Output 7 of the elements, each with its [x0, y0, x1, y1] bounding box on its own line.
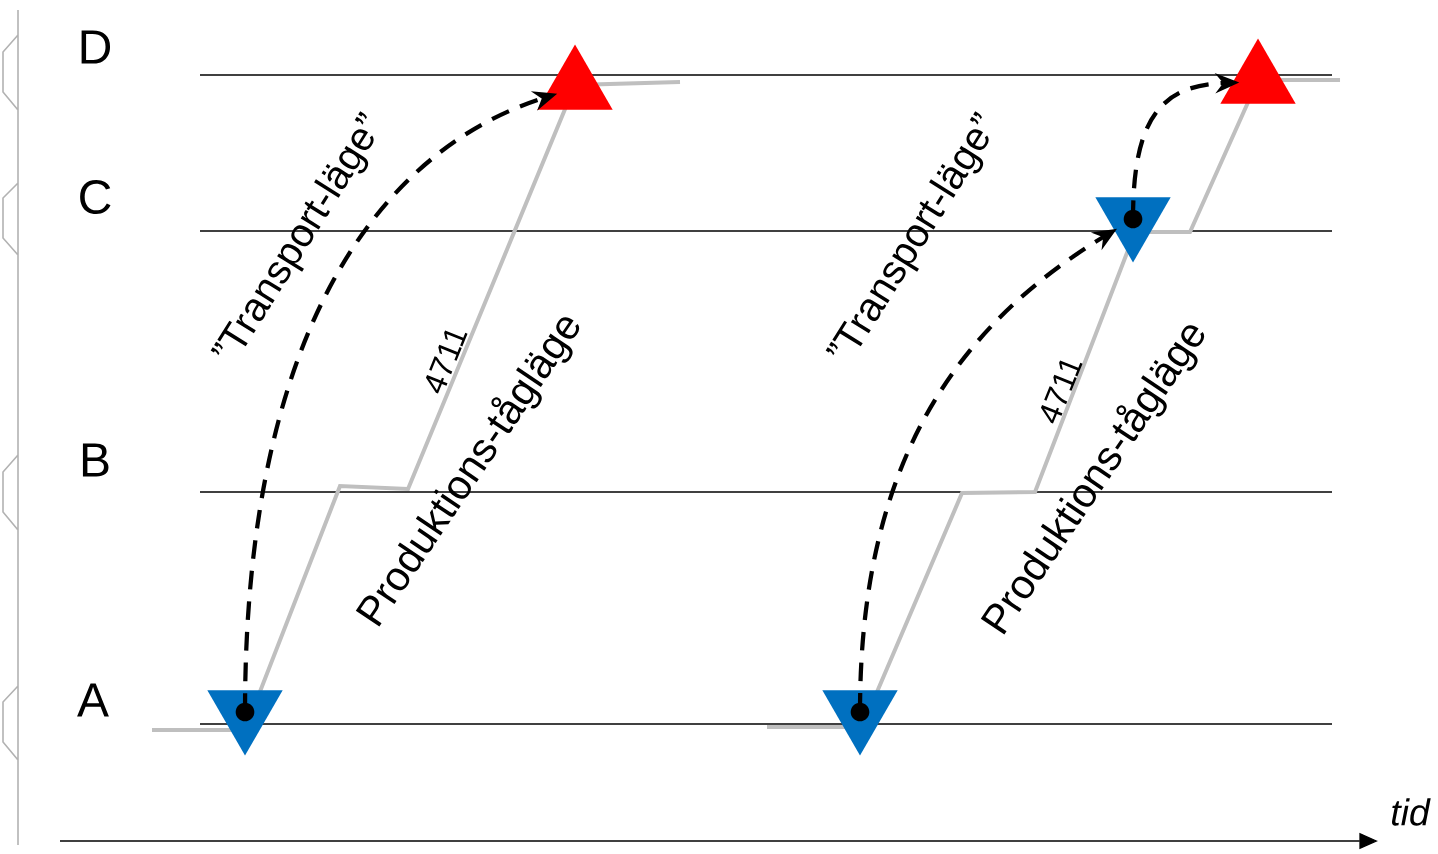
arrival-triangle [1220, 38, 1296, 104]
station-label: C [80, 180, 111, 214]
station-label: A [77, 683, 109, 717]
arrival-triangle [537, 44, 613, 110]
axis-label: tid [1392, 798, 1431, 826]
station-label: D [81, 30, 111, 64]
station-label: B [82, 443, 109, 477]
